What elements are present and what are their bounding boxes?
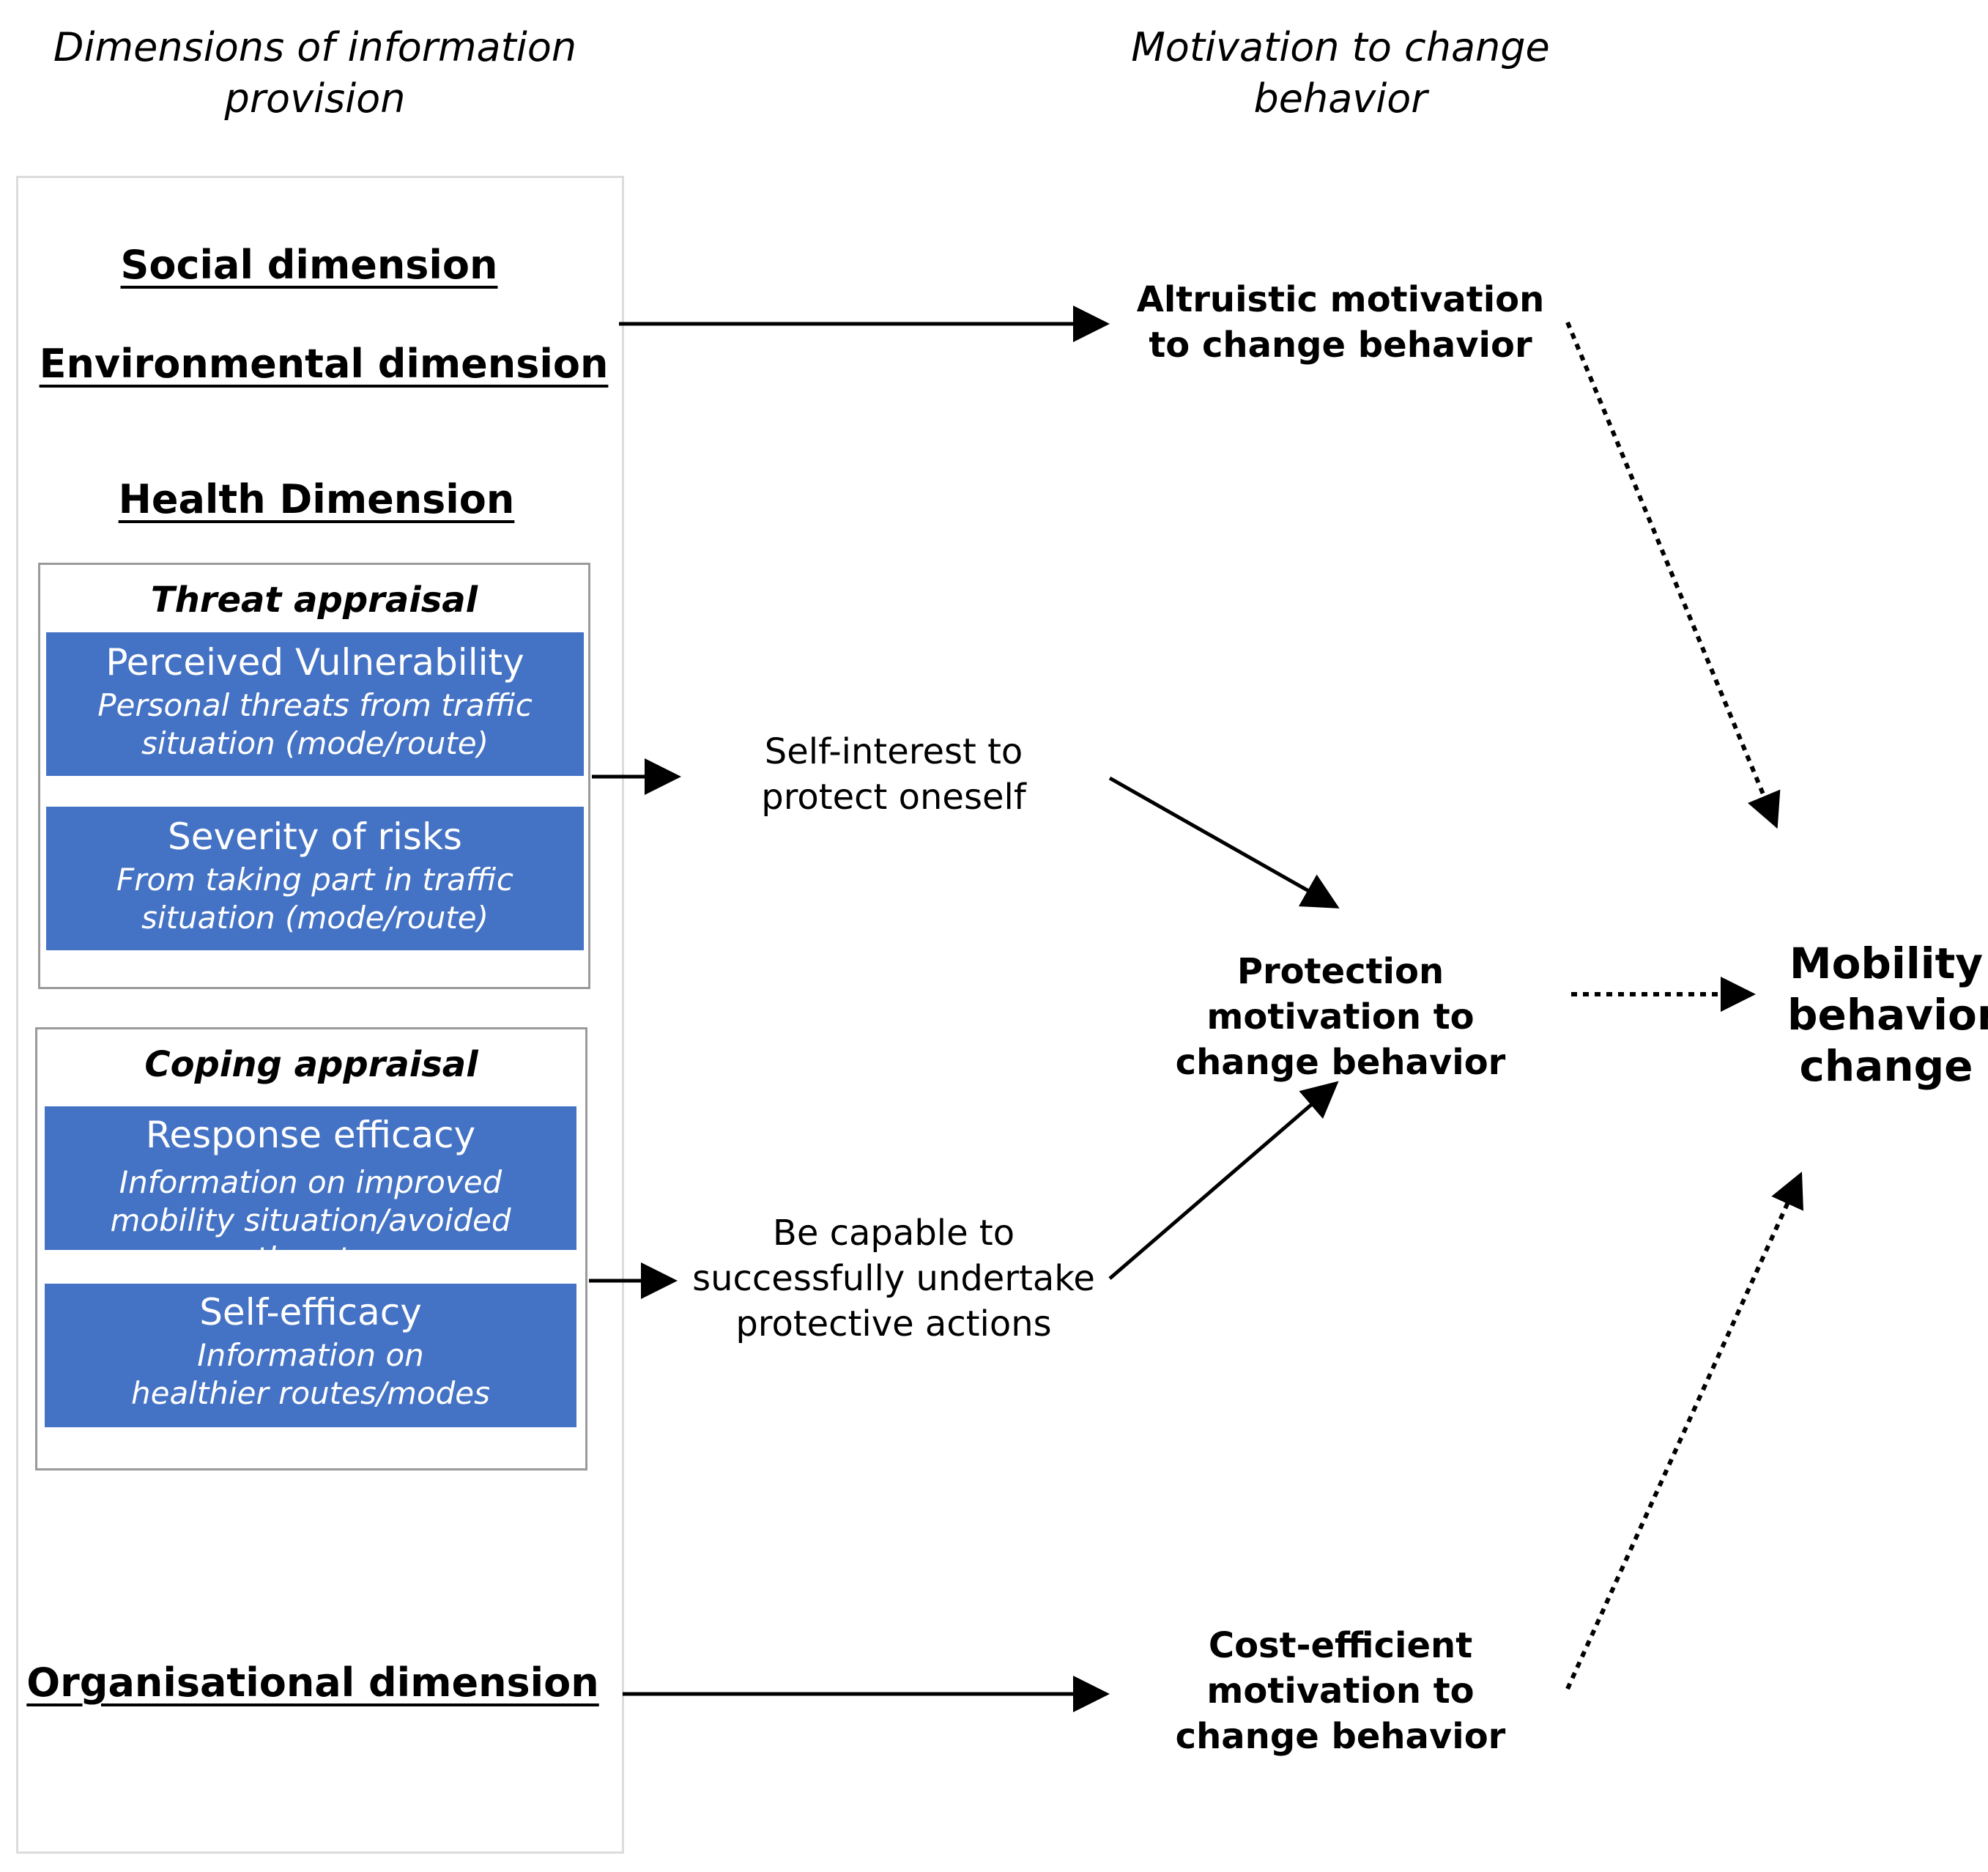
response-efficacy-title: Response efficacy (145, 1114, 476, 1156)
threat-appraisal-box: Threat appraisal Perceived Vulnerability… (38, 563, 590, 989)
right-column-heading: Motivation to change behavior (1131, 24, 1550, 122)
dimensions-panel (16, 176, 624, 1854)
severity-of-risks-subtitle: From taking part in traffic situation (m… (116, 862, 513, 936)
mobility-behavior-change-text: Mobility behavior change (1787, 939, 1988, 1091)
perceived-vulnerability-subtitle: Personal threats from traffic situation … (97, 687, 533, 761)
environmental-dimension-label: Environmental dimension (39, 341, 609, 387)
arrow-self-interest-to-protection (1108, 776, 1340, 909)
self-interest-text: Self-interest to protect oneself (761, 731, 1026, 818)
organisational-dimension-label: Organisational dimension (26, 1660, 599, 1706)
self-efficacy-subtitle: Information on healthier routes/modes (131, 1337, 490, 1411)
capable-text: Be capable to successfully undertake pro… (692, 1213, 1095, 1344)
arrow-capable-to-protection (1108, 1081, 1339, 1280)
arrow-cost-to-outcome (1565, 1172, 1803, 1690)
self-efficacy-box: Self-efficacy Information on healthier r… (45, 1284, 576, 1427)
severity-of-risks-box: Severity of risks From taking part in tr… (46, 807, 584, 950)
altruistic-motivation-text: Altruistic motivation to change behavior (1136, 279, 1545, 366)
response-efficacy-subtitle: Information on improved mobility situati… (110, 1164, 511, 1276)
perceived-vulnerability-box: Perceived Vulnerability Personal threats… (46, 632, 584, 776)
severity-of-risks-title: Severity of risks (168, 815, 462, 858)
coping-appraisal-box: Coping appraisal Response efficacy Infor… (35, 1027, 587, 1470)
self-efficacy-title: Self-efficacy (199, 1291, 422, 1333)
perceived-vulnerability-title: Perceived Vulnerability (105, 641, 524, 684)
arrow-altruistic-to-outcome (1565, 321, 1781, 829)
health-dimension-label: Health Dimension (118, 476, 515, 522)
response-efficacy-box: Response efficacy Information on improve… (45, 1106, 576, 1276)
coping-appraisal-title: Coping appraisal (144, 1044, 478, 1085)
left-column-heading: Dimensions of information provision (53, 24, 577, 122)
protection-motivation-text: Protection motivation to change behavior (1175, 951, 1506, 1083)
cost-efficient-motivation-text: Cost-efficient motivation to change beha… (1175, 1625, 1506, 1757)
threat-appraisal-title: Threat appraisal (150, 580, 478, 621)
social-dimension-label: Social dimension (120, 242, 498, 288)
